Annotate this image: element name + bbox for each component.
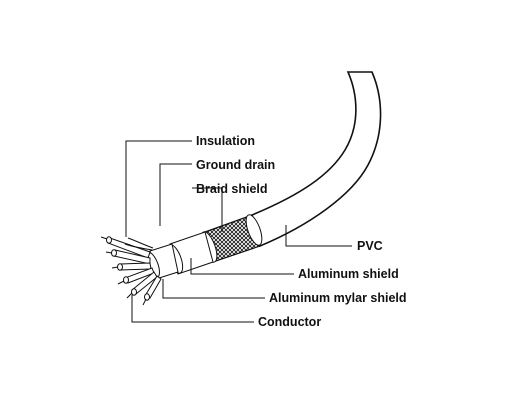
leader-aluminum-shield xyxy=(190,258,294,275)
leader-insulation xyxy=(125,140,192,237)
label-aluminum-shield: Aluminum shield xyxy=(298,267,399,281)
leader-ground-drain xyxy=(159,163,192,226)
label-ground-drain: Ground drain xyxy=(196,158,275,172)
conductor-tips xyxy=(100,236,147,306)
ground-drain-wire xyxy=(124,237,154,251)
leader-pvc xyxy=(285,225,352,247)
leader-conductor xyxy=(131,295,254,323)
leader-braid-shield xyxy=(192,187,223,232)
label-braid-shield: Braid shield xyxy=(196,182,268,196)
label-insulation: Insulation xyxy=(196,134,255,148)
leader-aluminum-mylar-shield xyxy=(162,279,265,299)
pvc-jacket xyxy=(251,71,382,248)
label-pvc: PVC xyxy=(357,239,383,253)
label-aluminum-mylar-shield: Aluminum mylar shield xyxy=(269,291,407,305)
label-conductor: Conductor xyxy=(258,315,321,329)
leader-lines xyxy=(125,140,352,323)
